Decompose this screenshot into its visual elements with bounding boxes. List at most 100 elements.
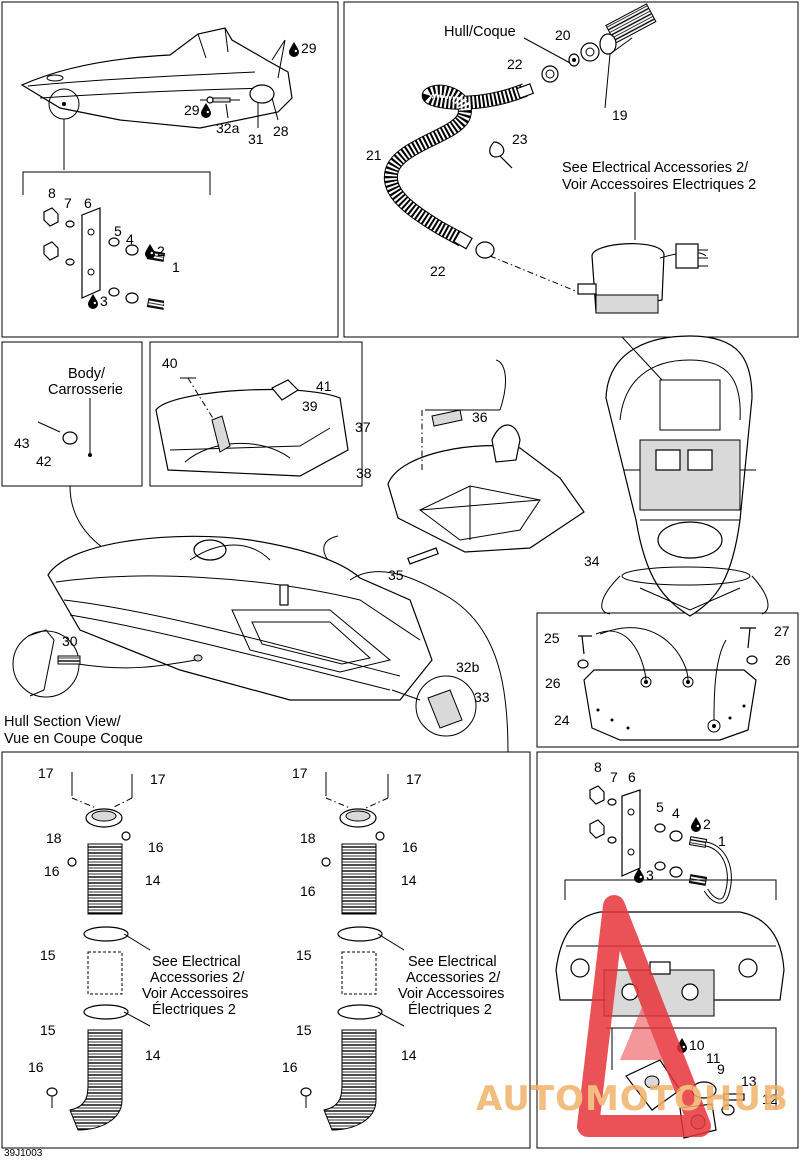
callout-12: 12 bbox=[762, 1091, 778, 1107]
callout-23: 23 bbox=[512, 131, 528, 147]
hose-fitting bbox=[541, 3, 657, 109]
hull-section-caption-line1: Hull Section View/ bbox=[4, 714, 122, 730]
callout-6-top: 6 bbox=[84, 195, 92, 211]
callout-15-a-upper: 15 bbox=[40, 947, 56, 963]
boat-main-view bbox=[47, 535, 509, 753]
see-electrical-a-line2: Accessories 2/ bbox=[150, 970, 245, 986]
callout-35: 35 bbox=[388, 567, 404, 583]
callout-22-lower: 22 bbox=[430, 263, 446, 279]
ventilation-assembly-left bbox=[46, 772, 151, 1131]
callout-26-right: 26 bbox=[775, 652, 791, 668]
automotohub-watermark: AUTOMOTOHUB bbox=[476, 895, 788, 1137]
see-electrical-b-line1: See Electrical bbox=[408, 954, 497, 970]
callout-5-top: 5 bbox=[114, 223, 122, 239]
callout-21: 21 bbox=[366, 147, 382, 163]
callout-41: 41 bbox=[316, 378, 332, 394]
callout-34: 34 bbox=[584, 553, 600, 569]
callout-18-a: 18 bbox=[46, 830, 62, 846]
callout-26-left: 26 bbox=[545, 675, 561, 691]
callout-16-a-right: 16 bbox=[148, 839, 164, 855]
callout-4-bottom: 4 bbox=[672, 805, 680, 821]
callout-36: 36 bbox=[472, 409, 488, 425]
callout-6-bottom: 6 bbox=[628, 769, 636, 785]
callout-42: 42 bbox=[36, 453, 52, 469]
callout-25: 25 bbox=[544, 630, 560, 646]
callout-30: 30 bbox=[62, 633, 78, 649]
callout-13: 13 bbox=[741, 1073, 757, 1089]
callout-19: 19 bbox=[612, 107, 628, 123]
drop-icon bbox=[145, 244, 155, 259]
callout-3-bottom: 3 bbox=[646, 867, 654, 883]
callout-22-upper: 22 bbox=[507, 56, 523, 72]
panel-seat-liner bbox=[149, 341, 363, 487]
see-electrical-top-line2: Voir Accessoires Electriques 2 bbox=[562, 177, 756, 193]
callout-37: 37 bbox=[355, 419, 371, 435]
callout-11: 11 bbox=[706, 1050, 721, 1066]
see-electrical-b-line4: Électriques 2 bbox=[408, 1001, 492, 1018]
callout-18-b: 18 bbox=[300, 830, 316, 846]
callout-14-a-upper: 14 bbox=[145, 872, 161, 888]
callout-16-a-left: 16 bbox=[44, 863, 60, 879]
callout-9: 9 bbox=[717, 1061, 725, 1077]
callout-10: 10 bbox=[689, 1037, 705, 1053]
callout-14-a-lower: 14 bbox=[145, 1047, 161, 1063]
callout-32b: 32b bbox=[456, 659, 480, 675]
callout-29-side: 29 bbox=[184, 102, 200, 118]
panel-engine-mount-bottom-right bbox=[536, 751, 799, 1149]
see-electrical-a-line3: Voir Accessoires bbox=[142, 986, 248, 1002]
boat-top-view bbox=[601, 335, 769, 617]
callout-20: 20 bbox=[555, 27, 571, 43]
callout-17-a-left: 17 bbox=[38, 765, 54, 781]
engine-cover-panel bbox=[577, 627, 758, 741]
callout-3-top: 3 bbox=[100, 293, 108, 309]
body-caption-line2: Carrosserie bbox=[48, 382, 123, 398]
callout-1-top: 1 bbox=[172, 259, 180, 275]
panel-engine-cover bbox=[536, 612, 799, 748]
callout-16-a-lower: 16 bbox=[28, 1059, 44, 1075]
callout-2-top: 2 bbox=[157, 243, 165, 259]
bilge-hose bbox=[383, 83, 535, 250]
callout-7-bottom: 7 bbox=[610, 769, 618, 785]
seat-liner-panel bbox=[155, 377, 349, 477]
see-electrical-b-line3: Voir Accessoires bbox=[398, 986, 504, 1002]
drop-icon bbox=[289, 42, 299, 57]
callout-17-a-right: 17 bbox=[150, 771, 166, 787]
ventilation-assembly-right bbox=[300, 772, 405, 1131]
callout-40: 40 bbox=[162, 355, 178, 371]
callout-38: 38 bbox=[356, 465, 372, 481]
see-electrical-b-line2: Accessories 2/ bbox=[406, 970, 501, 986]
drop-icon bbox=[691, 817, 701, 832]
hull-caption: Hull/Coque bbox=[444, 24, 516, 40]
see-electrical-a-line1: See Electrical bbox=[152, 954, 241, 970]
callout-2-bottom: 2 bbox=[703, 816, 711, 832]
callout-14-b-upper: 14 bbox=[401, 872, 417, 888]
panel-ventilation bbox=[1, 751, 531, 1149]
callout-27: 27 bbox=[774, 623, 790, 639]
callout-43: 43 bbox=[14, 435, 30, 451]
callout-4-top: 4 bbox=[126, 231, 134, 247]
callout-8-top: 8 bbox=[48, 185, 56, 201]
callout-8-bottom: 8 bbox=[594, 759, 602, 775]
mount-assembly-bottom-right bbox=[564, 785, 777, 904]
mount-assembly-top-left bbox=[43, 207, 187, 320]
boat-side-view bbox=[20, 27, 293, 195]
panel-engine-mount-top-left bbox=[1, 1, 339, 338]
figure-code: 39J1003 bbox=[4, 1148, 43, 1159]
callout-5-bottom: 5 bbox=[656, 799, 664, 815]
callout-16-b-right: 16 bbox=[402, 839, 418, 855]
body-caption-line1: Body/ bbox=[68, 366, 106, 382]
see-electrical-top-line1: See Electrical Accessories 2/ bbox=[562, 160, 749, 176]
callout-14-b-lower: 14 bbox=[401, 1047, 417, 1063]
callout-16-b-left: 16 bbox=[300, 883, 316, 899]
callout-31: 31 bbox=[248, 131, 264, 147]
callout-29-top: 29 bbox=[301, 40, 317, 56]
panel-bilge-pump bbox=[343, 1, 799, 338]
callout-15-b-upper: 15 bbox=[296, 947, 312, 963]
hull-section-caption-line2: Vue en Coupe Coque bbox=[4, 731, 143, 747]
callout-7-top: 7 bbox=[64, 195, 72, 211]
callout-24: 24 bbox=[554, 712, 570, 728]
callout-17-b-right: 17 bbox=[406, 771, 422, 787]
callout-16-b-lower: 16 bbox=[282, 1059, 298, 1075]
callout-15-b-lower: 15 bbox=[296, 1022, 312, 1038]
